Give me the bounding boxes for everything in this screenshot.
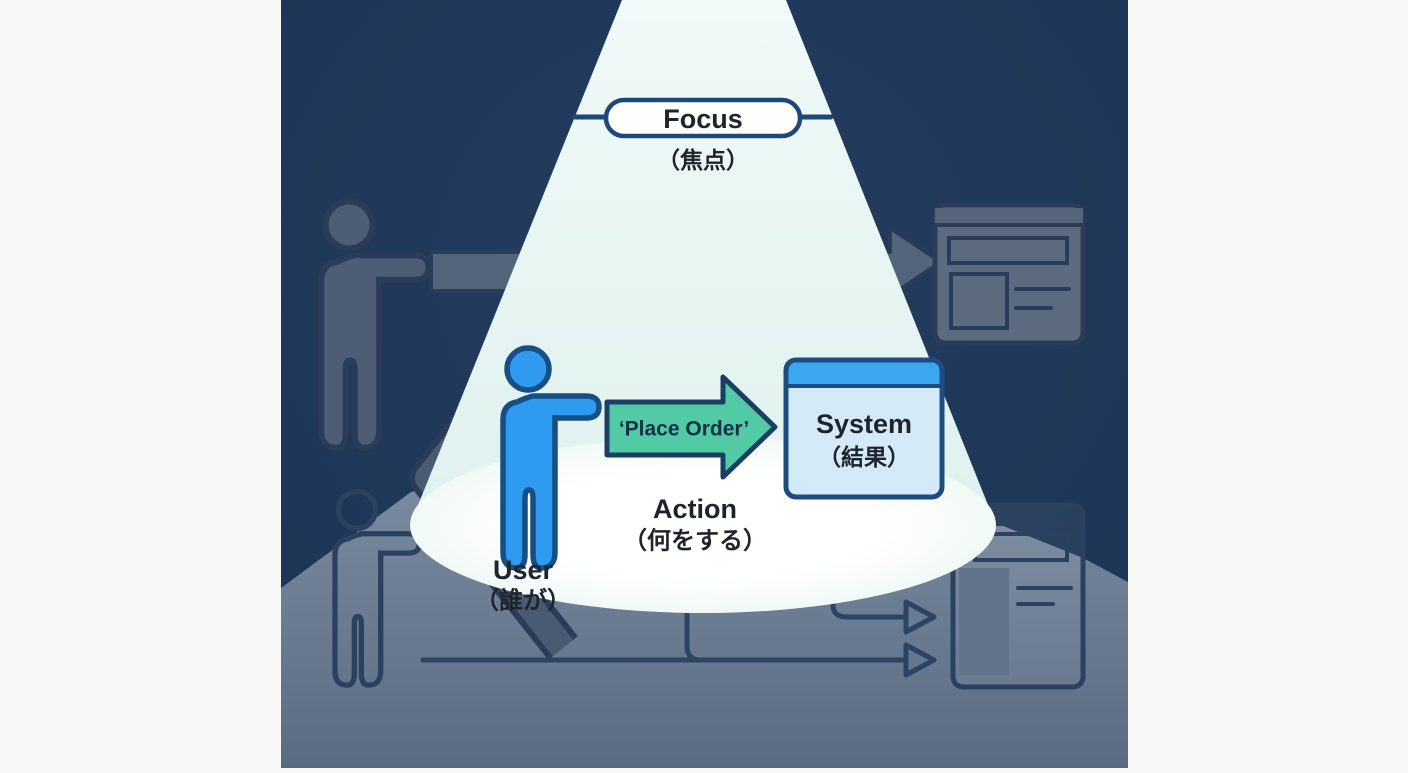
spotlight-illustration: Focus （焦点） ‘Place Order’ System （結果） Use… xyxy=(281,0,1128,768)
system-window: System （結果） xyxy=(783,357,945,500)
action-arrow-label: ‘Place Order’ xyxy=(619,418,749,441)
system-window-titlebar xyxy=(786,360,942,386)
focus-sublabel: （焦点） xyxy=(657,147,749,173)
action-arrow-icon xyxy=(604,374,778,480)
flow-arrowhead-upper-icon xyxy=(903,599,937,635)
diagram-canvas: Focus （焦点） ‘Place Order’ System （結果） Use… xyxy=(281,0,1128,768)
user-label: User xyxy=(493,555,554,585)
background-window-top-right-icon xyxy=(932,202,1086,346)
focus-pill xyxy=(603,97,803,139)
flow-arrowhead-lower-icon xyxy=(903,642,937,678)
action-sublabel: （何をする） xyxy=(623,528,767,555)
background-flow-lines xyxy=(420,597,937,678)
action-label: Action xyxy=(653,494,737,524)
system-label: System xyxy=(816,409,912,439)
system-sublabel: （結果） xyxy=(818,444,910,470)
user-sublabel: （誰が） xyxy=(475,587,571,615)
focus-label: Focus xyxy=(663,104,743,134)
background-window-bottom-right-icon xyxy=(950,502,1086,690)
